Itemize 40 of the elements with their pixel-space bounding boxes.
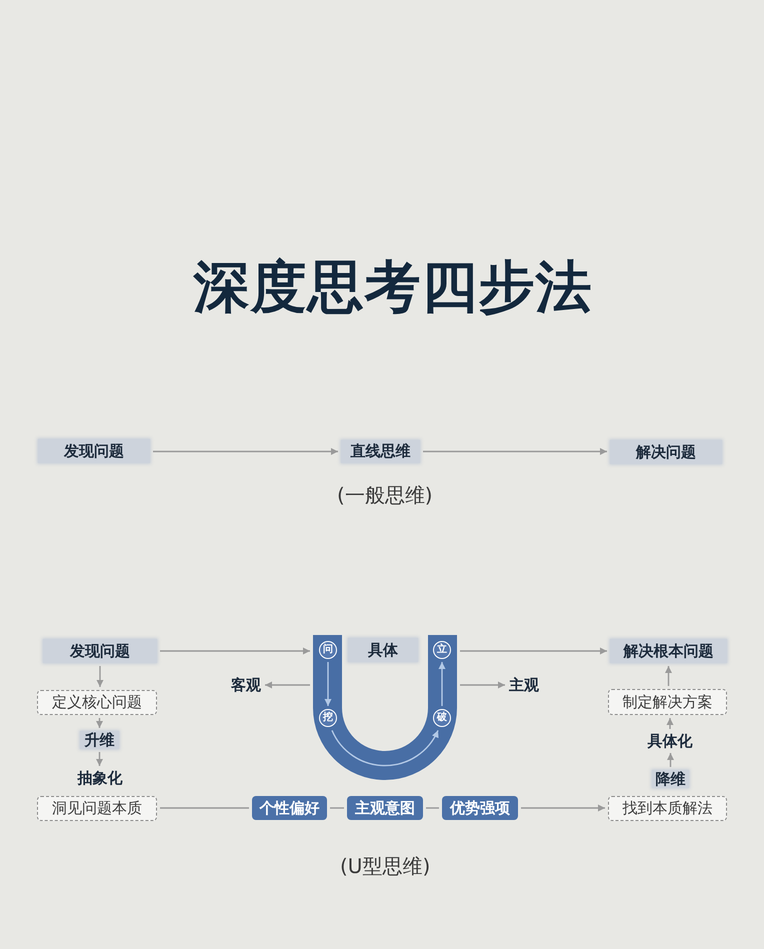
arrow	[460, 682, 505, 688]
step-label: 客观	[230, 676, 262, 694]
arrow	[423, 448, 607, 455]
connector-line	[426, 807, 439, 809]
step-label: 主观	[508, 676, 540, 694]
arrow	[265, 682, 310, 688]
curved-arrow	[331, 730, 439, 766]
tag-box: 主观意图	[347, 796, 423, 820]
arrow	[666, 718, 674, 729]
tag-box: 优势强项	[442, 796, 518, 820]
arrow	[153, 448, 338, 455]
highlight-box: 直线思维	[341, 440, 420, 463]
caption: (一般思维)	[337, 485, 433, 505]
arrow	[96, 752, 103, 766]
dashed-box: 定义核心问题	[37, 690, 157, 715]
highlight-box: 解决根本问题	[610, 639, 727, 663]
step-label: 抽象化	[76, 769, 124, 787]
caption: (U型思维)	[340, 856, 430, 876]
highlight-box: 发现问题	[38, 439, 150, 463]
arrow	[96, 718, 103, 728]
highlight-box: 具体	[348, 638, 418, 662]
dashed-box: 找到本质解法	[608, 796, 727, 821]
arrow	[438, 662, 446, 706]
arrow	[667, 753, 674, 767]
dashed-box: 制定解决方案	[608, 689, 727, 715]
highlight-box: 发现问题	[43, 639, 157, 663]
arrow	[96, 666, 104, 687]
arrow	[665, 666, 672, 686]
highlight-box: 降维	[652, 770, 689, 788]
arrow	[324, 662, 332, 706]
arrow	[160, 648, 310, 654]
arrow	[521, 804, 605, 812]
highlight-box: 升维	[80, 731, 119, 749]
connector-line	[330, 807, 344, 809]
highlight-box: 解决问题	[610, 440, 722, 464]
dashed-box: 洞见问题本质	[37, 796, 157, 821]
connector-line	[160, 807, 249, 809]
tag-box: 个性偏好	[252, 796, 327, 820]
arrow	[460, 648, 607, 654]
step-label: 具体化	[646, 732, 694, 750]
